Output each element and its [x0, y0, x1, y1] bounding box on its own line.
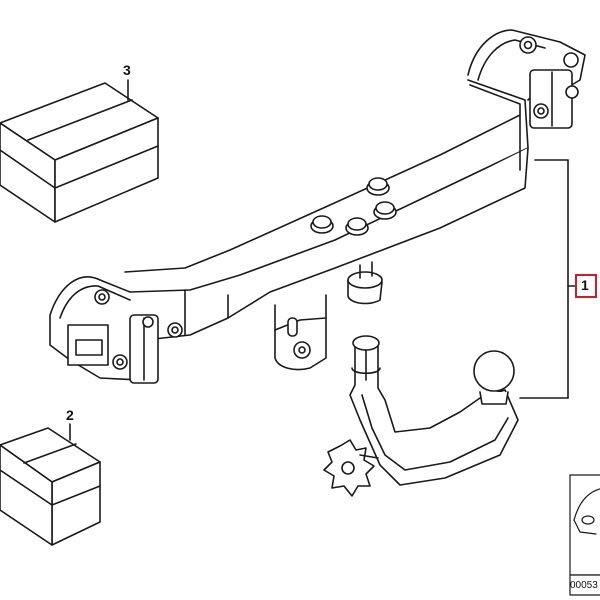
- tow-ball-neck: [323, 335, 519, 497]
- thumbnail-reference-code: 00053: [570, 580, 598, 591]
- part-2-box: [0, 427, 101, 546]
- mounting-nuts: [310, 177, 397, 236]
- callout-2-label[interactable]: 2: [66, 407, 74, 423]
- tow-bar-crossmember: [49, 29, 586, 384]
- part-3-box: [0, 82, 159, 223]
- callout-3-label[interactable]: 3: [123, 62, 131, 78]
- leader-line-1: [519, 159, 577, 399]
- callout-1-label[interactable]: 1: [581, 277, 589, 293]
- vehicle-thumbnail: [569, 474, 600, 596]
- callout-1-highlight-box: [575, 274, 597, 298]
